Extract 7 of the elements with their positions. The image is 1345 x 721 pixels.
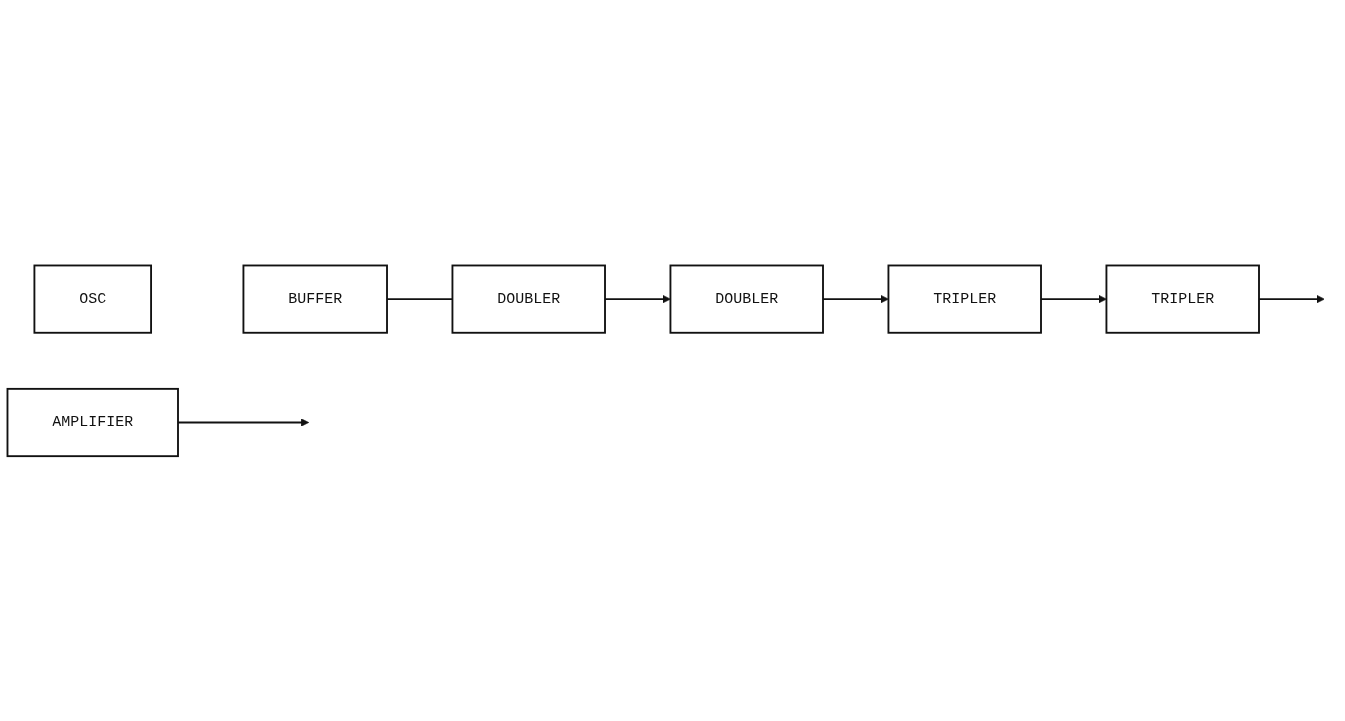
node-box: BUFFER [242, 264, 388, 334]
node-box: TRIPLER [887, 264, 1042, 334]
node-box: TRIPLER [1105, 264, 1260, 334]
node-box: OSC [33, 264, 152, 334]
node-box: DOUBLER [451, 264, 606, 334]
node-box: AMPLIFIER [6, 387, 179, 457]
node-box: DOUBLER [669, 264, 824, 334]
